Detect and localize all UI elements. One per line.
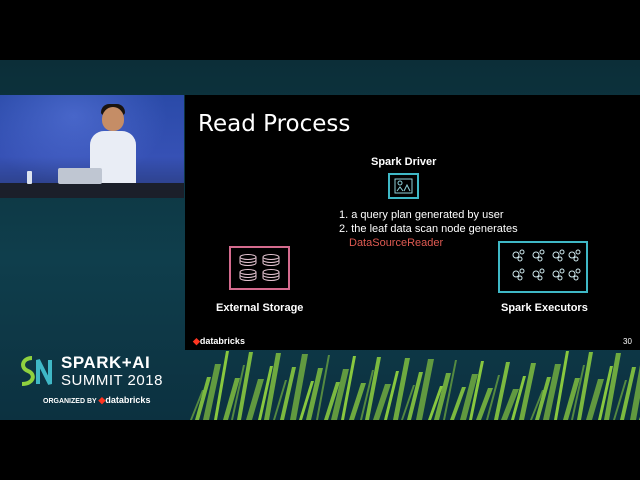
stripe [450, 387, 466, 420]
stripe [535, 377, 551, 420]
stripe [428, 386, 443, 420]
stripe [306, 368, 323, 420]
stripe [401, 385, 415, 420]
stripe [501, 389, 519, 420]
executors-icon [498, 241, 588, 293]
organized-by-label: ORGANIZED BY [43, 398, 97, 405]
presentation-slide: Read Process Spark Driver 1. a query pla… [185, 95, 640, 350]
stripe [237, 352, 253, 420]
stripe [604, 353, 621, 420]
stripe [543, 364, 561, 420]
step-highlight: DataSourceReader [349, 237, 444, 249]
stripe [384, 371, 399, 420]
storage-icon [229, 246, 290, 290]
stripe [349, 383, 366, 420]
stripe [264, 353, 281, 420]
databricks-logo-icon: ◆ [193, 336, 200, 346]
organizer-logo-icon: ◆ [98, 395, 106, 405]
stripe [324, 382, 340, 420]
video-frame: Read Process Spark Driver 1. a query pla… [0, 60, 640, 420]
stripe [393, 358, 410, 420]
driver-label: Spark Driver [371, 156, 437, 168]
stripe [571, 365, 585, 420]
stripe [494, 362, 510, 420]
stripe [613, 380, 627, 420]
stripe [190, 390, 204, 420]
stripe [511, 376, 526, 420]
stripe [331, 369, 349, 420]
stripe [416, 359, 434, 420]
stripe [469, 361, 484, 420]
step-2: 2. the leaf data scan node generates [339, 223, 518, 235]
stripe [598, 366, 613, 420]
stripe [530, 390, 544, 420]
water-bottle [27, 171, 32, 184]
stripe [577, 352, 593, 420]
speaker-head [102, 107, 124, 131]
stripe [290, 354, 308, 420]
stripe [360, 370, 374, 420]
stripe [563, 378, 580, 420]
event-subtitle: SUMMIT 2018 [61, 372, 163, 389]
read-steps: 1. a query plan generated by user 2. the… [339, 208, 518, 250]
stripe [460, 374, 478, 420]
stripe [280, 367, 296, 420]
stripe [341, 356, 356, 420]
event-title: SPARK+AI [61, 353, 151, 372]
slide-brand-text: databricks [199, 336, 245, 346]
stripe [519, 363, 536, 420]
stripe [299, 381, 314, 420]
organizer-line: ORGANIZED BY ◆databricks [43, 395, 150, 406]
stripe [223, 378, 240, 420]
podium [0, 183, 184, 198]
stripe [476, 388, 493, 420]
spark-ai-logo-icon [21, 356, 52, 386]
stripe [365, 357, 381, 420]
stripe [486, 375, 500, 420]
stripe [246, 379, 264, 420]
stripe [258, 366, 273, 420]
step-1: 1. a query plan generated by user [339, 209, 504, 221]
stripe [203, 364, 221, 420]
stripe [443, 360, 457, 420]
stripe [373, 384, 391, 420]
decorative-stripes [190, 351, 640, 420]
slide-number: 30 [623, 337, 632, 346]
stripe [316, 355, 330, 420]
stripe [620, 367, 636, 420]
stripe [195, 377, 211, 420]
organizer-name: databricks [105, 395, 151, 405]
external-storage-label: External Storage [216, 302, 304, 314]
stripe [407, 372, 423, 420]
slide-brand: ◆databricks [193, 336, 245, 347]
speaker-video [0, 95, 184, 198]
laptop [58, 168, 102, 184]
event-logo: SPARK+AI SUMMIT 2018 ORGANIZED BY ◆datab… [16, 350, 186, 410]
stripe [630, 365, 640, 420]
stripe [434, 373, 451, 420]
driver-icon [388, 173, 419, 199]
stripe [214, 351, 229, 420]
stripe [586, 379, 604, 420]
stripe [231, 365, 245, 420]
stripe [273, 380, 287, 420]
stripe [554, 351, 569, 420]
slide-title: Read Process [198, 111, 351, 137]
spark-executors-label: Spark Executors [501, 302, 588, 314]
